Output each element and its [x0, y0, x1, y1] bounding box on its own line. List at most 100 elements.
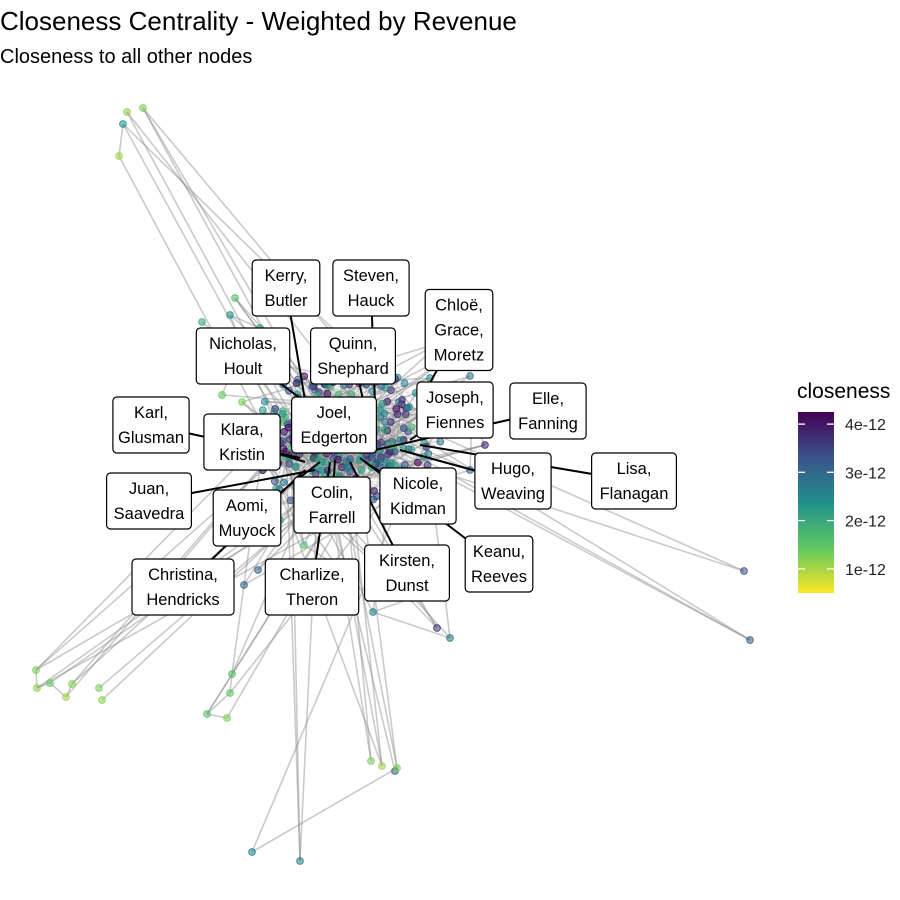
- network-edge: [331, 511, 396, 772]
- network-node: [405, 403, 413, 411]
- node-label: Quinn,Shephard: [310, 327, 397, 385]
- node-label: Kerry,Butler: [251, 259, 321, 317]
- network-node: [414, 458, 422, 467]
- network-node: [369, 608, 377, 616]
- node-label: Chloë,Grace,Moretz: [424, 288, 494, 372]
- node-label-text: Joel,Edgerton: [301, 404, 368, 447]
- network-node: [226, 311, 234, 319]
- network-node: [240, 581, 248, 589]
- network-node: [254, 566, 262, 574]
- network-node: [378, 762, 386, 770]
- network-node: [231, 294, 239, 302]
- chart-subtitle: Closeness to all other nodes: [0, 46, 253, 68]
- node-label: Hugo,Weaving: [474, 452, 552, 510]
- node-label-text: Quinn,Shephard: [317, 335, 389, 378]
- network-node: [323, 389, 332, 398]
- network-node: [372, 492, 381, 501]
- node-label-text: Kerry,Butler: [264, 267, 308, 310]
- network-node: [258, 406, 267, 415]
- network-edge: [334, 511, 383, 767]
- network-node: [433, 624, 441, 632]
- network-node: [292, 379, 301, 388]
- network-node: [393, 764, 401, 772]
- node-label: Aomi,Muyock: [212, 489, 282, 547]
- node-label: Colin,Farrell: [293, 476, 371, 534]
- network-node: [746, 636, 754, 644]
- network-edge: [229, 314, 261, 329]
- network-node: [218, 391, 226, 399]
- node-label: Christina,Hendricks: [131, 558, 235, 616]
- node-label-text: Kirsten,Dunst: [379, 552, 435, 595]
- network-node: [740, 567, 748, 575]
- network-node: [119, 120, 127, 128]
- network-node: [139, 104, 147, 112]
- network-node: [381, 383, 390, 392]
- network-node: [367, 757, 375, 765]
- network-node: [292, 462, 300, 471]
- node-label-text: Joseph,Fiennes: [426, 389, 485, 432]
- node-label-text: Keanu,Reeves: [471, 543, 527, 586]
- node-label-text: Juan,Saavedra: [114, 480, 185, 523]
- network-node: [393, 410, 402, 419]
- network-node: [223, 714, 231, 722]
- network-edge: [251, 476, 412, 853]
- network-node: [346, 455, 355, 463]
- network-node: [300, 541, 308, 549]
- network-node: [238, 398, 246, 406]
- network-node: [62, 693, 70, 701]
- node-label: Nicole,Kidman: [379, 467, 457, 525]
- network-edge: [394, 444, 486, 466]
- network-node: [260, 397, 269, 406]
- network-node: [396, 436, 405, 444]
- network-node: [285, 460, 294, 468]
- network-node: [407, 423, 416, 432]
- network-node: [381, 418, 390, 426]
- node-label-text: Elle,Fanning: [518, 390, 578, 433]
- node-label: Joseph,Fiennes: [416, 381, 494, 439]
- legend-colorbar: [798, 412, 834, 593]
- network-node: [32, 666, 40, 674]
- network-edge: [276, 461, 322, 466]
- network-node: [381, 425, 389, 434]
- network-node: [399, 424, 408, 433]
- network-node: [203, 710, 211, 718]
- node-label: Keanu,Reeves: [464, 535, 534, 593]
- network-node: [334, 455, 343, 464]
- network-node: [376, 406, 385, 415]
- node-label-text: Chloë,Grace,Moretz: [434, 297, 484, 365]
- node-label-text: Nicholas,Hoult: [209, 335, 277, 378]
- node-label-text: Charlize,Theron: [279, 566, 344, 609]
- network-node: [315, 456, 324, 465]
- network-edge: [373, 433, 441, 443]
- network-node: [226, 689, 234, 697]
- node-label-text: Karl,Glusman: [118, 404, 184, 447]
- network-node: [376, 455, 385, 463]
- network-edge: [206, 692, 231, 715]
- network-node: [248, 848, 256, 856]
- node-label: Kirsten,Dunst: [364, 544, 451, 602]
- network-node: [481, 441, 489, 449]
- network-edge: [283, 452, 335, 483]
- network-node: [286, 496, 295, 505]
- network-node: [115, 152, 123, 160]
- network-node: [357, 466, 366, 474]
- network-edge: [278, 458, 313, 464]
- legend-tick-label: 3e-12: [845, 465, 886, 482]
- network-node: [123, 108, 131, 116]
- node-label: Lisa,Flanagan: [590, 452, 677, 510]
- node-label-text: Klara,Kristin: [219, 421, 265, 464]
- node-label-text: Lisa,Flanagan: [600, 460, 669, 503]
- network-node: [95, 684, 103, 692]
- legend-tick-label: 2e-12: [845, 514, 886, 531]
- node-label: Steven,Hauck: [332, 259, 410, 317]
- network-node: [400, 379, 409, 388]
- node-label-text: Christina,Hendricks: [146, 566, 219, 609]
- network-edge: [343, 421, 751, 641]
- legend-tick-label: 4e-12: [845, 417, 886, 434]
- network-node: [395, 398, 403, 407]
- node-label: Nicholas,Hoult: [195, 327, 291, 385]
- network-node: [98, 696, 106, 704]
